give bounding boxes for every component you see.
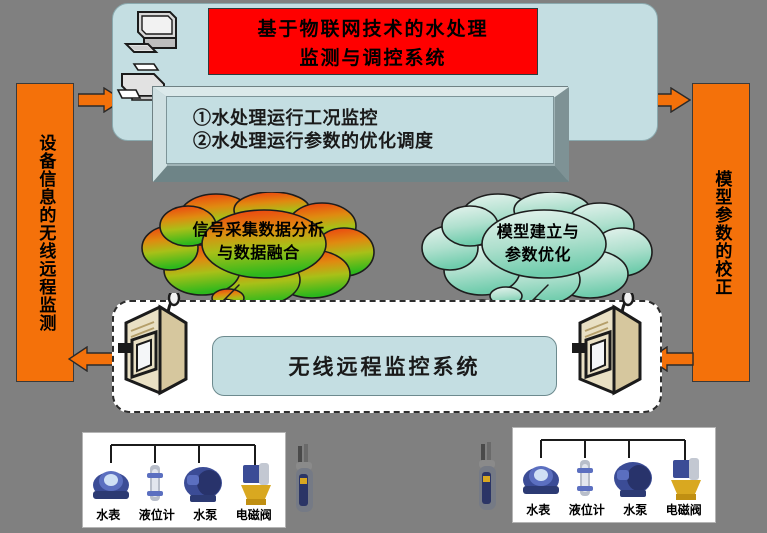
pillar-right-label: 模型参数的校正 (711, 169, 732, 296)
pillar-right-model-params: 模型参数的校正 (692, 83, 750, 382)
device-label-water-meter: 水表 (96, 508, 121, 522)
objectives-inner: ①水处理运行工况监控 ②水处理运行参数的优化调度 (166, 96, 554, 164)
transmitter-icon-right (475, 440, 501, 514)
device-label-row-left: 水表 液位计 水泵 电磁阀 (87, 506, 281, 523)
title-line-2: 监测与调控系统 (299, 46, 447, 69)
title-line-1: 基于物联网技术的水处理 (257, 17, 489, 40)
device-label-solenoid-valve-2: 电磁阀 (665, 503, 702, 517)
pillar-left-label: 设备信息的无线远程监测 (35, 133, 56, 332)
objective-item-1: ①水处理运行工况监控 (193, 107, 378, 129)
pillar-left-device-info: 设备信息的无线远程监测 (16, 83, 74, 382)
device-label-row-right: 水表 液位计 水泵 电磁阀 (517, 501, 711, 518)
cloud-signal-analysis: 信号采集数据分析 与数据融合 (136, 191, 381, 315)
server-cabinet-icon-left (116, 289, 194, 398)
server-cabinet-icon-right (570, 289, 648, 398)
cloud-model-optimization: 模型建立与 参数优化 (418, 191, 658, 313)
objectives-bevel-box: ①水处理运行工况监控 ②水处理运行参数的优化调度 (152, 86, 569, 182)
device-label-level-gauge-2: 液位计 (568, 503, 605, 517)
device-label-solenoid-valve: 电磁阀 (235, 508, 272, 522)
device-label-water-meter-2: 水表 (526, 503, 551, 517)
device-label-water-pump: 水泵 (193, 508, 218, 522)
device-label-level-gauge: 液位计 (138, 508, 175, 522)
device-panel-left: 水表 液位计 水泵 电磁阀 (82, 432, 286, 528)
objective-item-2: ②水处理运行参数的优化调度 (193, 131, 434, 152)
device-panel-right: 水表 液位计 水泵 电磁阀 (512, 427, 716, 523)
wireless-monitoring-label-box: 无线远程监控系统 (212, 336, 557, 396)
wireless-monitoring-label: 无线远程监控系统 (288, 354, 481, 379)
transmitter-icon-left (292, 442, 318, 516)
arrow-left-bottom-left (67, 345, 114, 373)
desktop-computer-icon (120, 8, 186, 62)
device-label-water-pump-2: 水泵 (623, 503, 648, 517)
title-banner: 基于物联网技术的水处理 监测与调控系统 (208, 8, 538, 75)
